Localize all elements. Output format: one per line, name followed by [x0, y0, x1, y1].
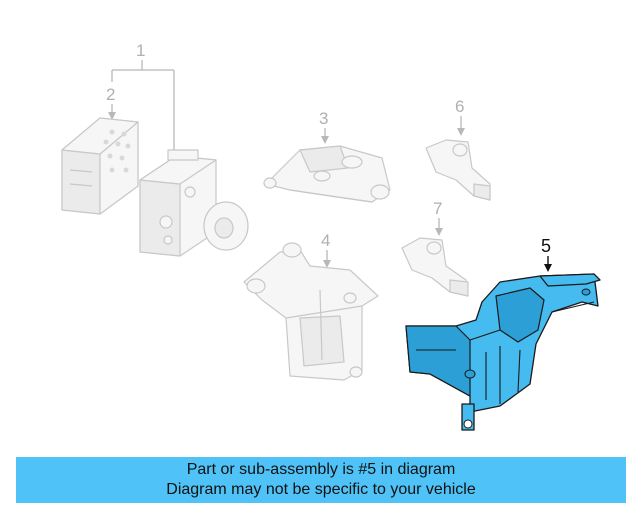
banner-line-1: Part or sub-assembly is #5 in diagram: [186, 461, 456, 478]
parts-diagram: 1 2: [61, 41, 601, 431]
part-2-control-module: [61, 117, 139, 215]
callout-3-number: 3: [319, 109, 328, 128]
part-1-abs-modulator: [139, 149, 249, 257]
callout-2-number: 2: [106, 85, 115, 104]
callout-2: 2: [106, 85, 116, 120]
part-3-upper-bracket: [263, 145, 391, 203]
part-7-sensor: [401, 237, 469, 297]
callout-7-number: 7: [433, 199, 442, 218]
callout-3: 3: [319, 109, 329, 144]
part-4-lower-bracket: [243, 242, 379, 381]
callout-7: 7: [433, 199, 443, 236]
part-6-sensor: [425, 139, 491, 201]
callout-5-number: 5: [541, 236, 551, 256]
callout-4-number: 4: [321, 231, 330, 250]
part-5-highlighted-bracket: [405, 273, 601, 431]
callout-5: 5: [541, 236, 552, 272]
callout-4: 4: [321, 231, 331, 268]
banner-line-2: Diagram may not be specific to your vehi…: [166, 481, 476, 498]
callout-6-number: 6: [455, 97, 464, 116]
info-banner: Part or sub-assembly is #5 in diagram Di…: [16, 457, 626, 503]
callout-1-number: 1: [136, 41, 145, 60]
callout-6: 6: [455, 97, 465, 136]
